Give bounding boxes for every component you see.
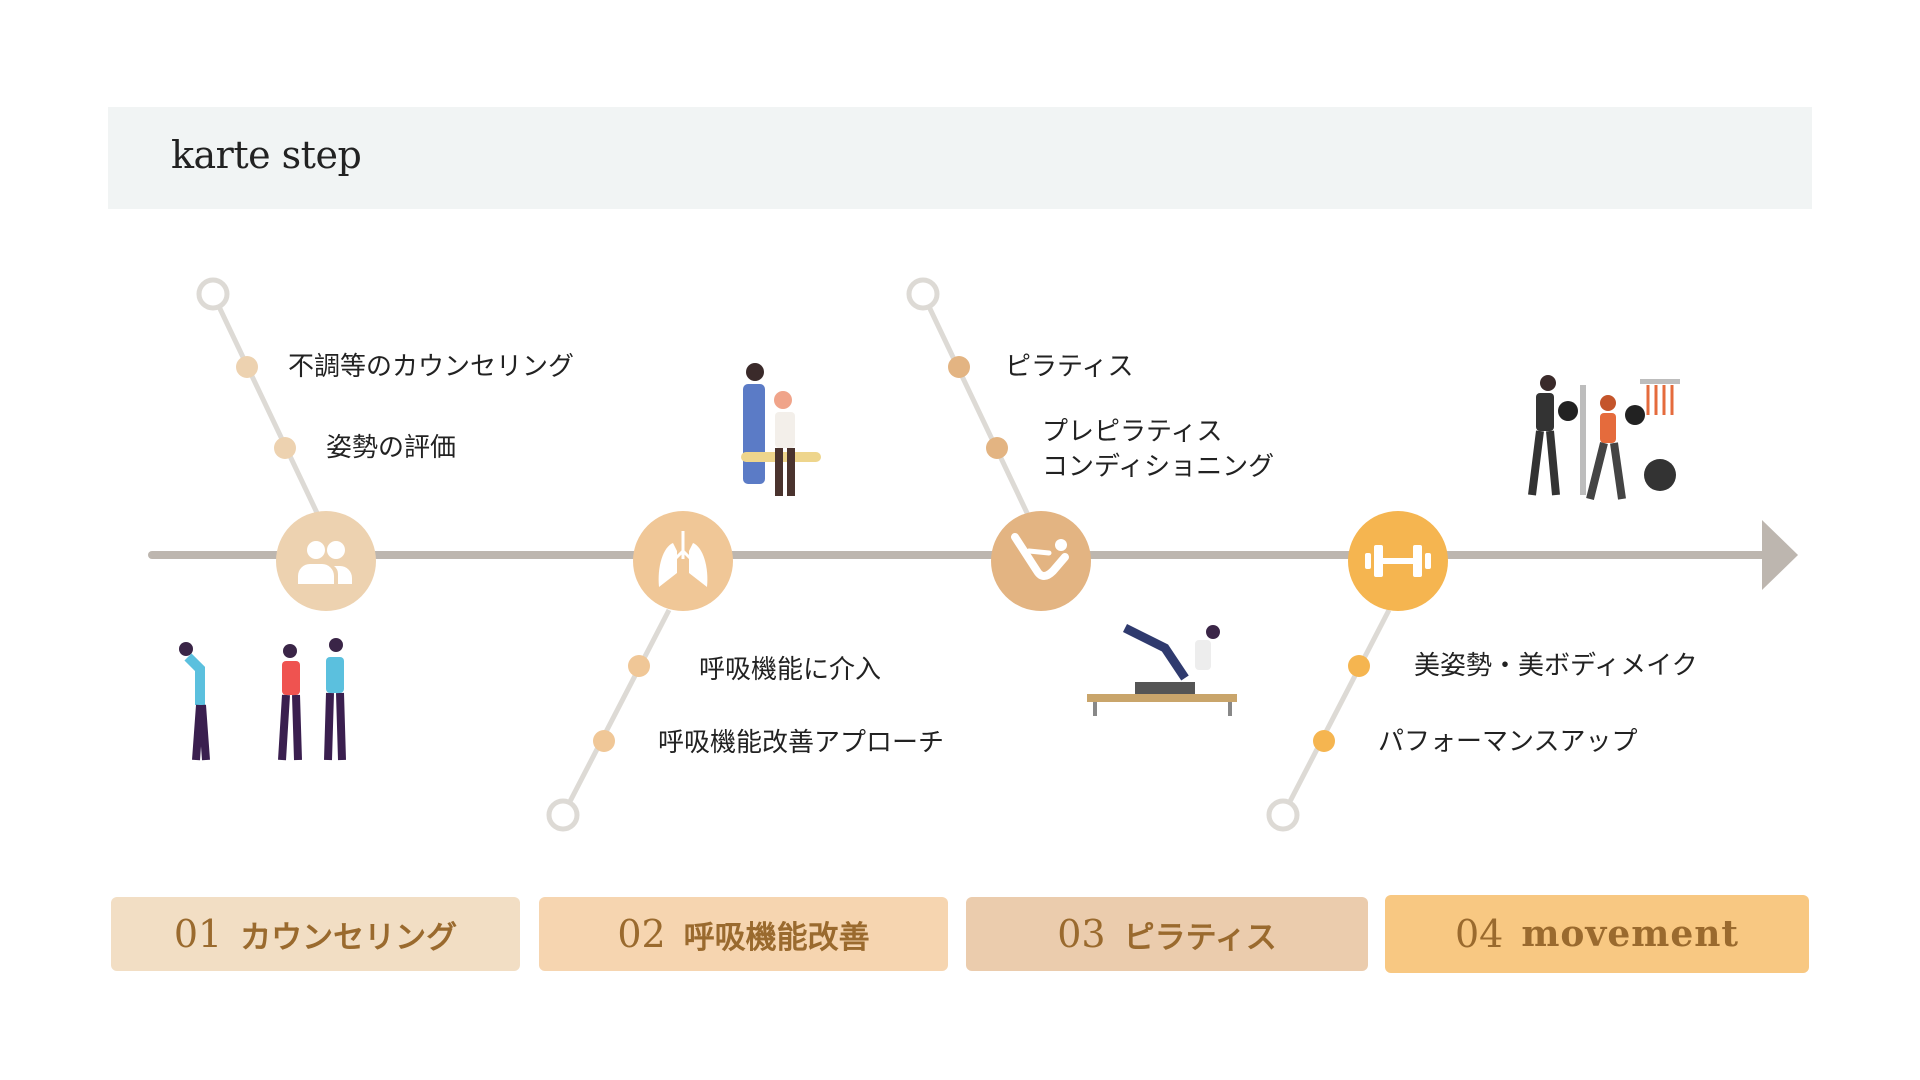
therapist-illustration [741, 363, 821, 496]
branch-end-ring-4 [1266, 798, 1300, 832]
bullet-dot [593, 730, 615, 752]
step-1-icon-circle [276, 511, 376, 611]
step-box-02: 02 呼吸機能改善 [539, 897, 948, 971]
bullet-dot [628, 655, 650, 677]
branch-line-3 [920, 292, 1031, 517]
step-box-03: 03 ピラティス [966, 897, 1368, 971]
bullet-dot [986, 437, 1008, 459]
step-4-point-1: 美姿勢・美ボディメイク [1414, 651, 1698, 681]
step-label: 呼吸機能改善 [683, 919, 870, 956]
page-title: karte step [171, 133, 362, 177]
step-3-point-2: プレピラティス [1042, 417, 1223, 447]
step-4-point-2: パフォーマンスアップ [1378, 727, 1638, 757]
step-2-point-1: 呼吸機能に介入 [699, 655, 882, 685]
step-3-icon-circle [991, 511, 1091, 611]
step-number: 03 [1057, 912, 1106, 956]
step-box-04: 04 movement [1385, 895, 1809, 973]
people-icon [298, 541, 352, 584]
bullet-dot [1313, 730, 1335, 752]
step-2-icon-circle [633, 511, 733, 611]
lungs-icon [658, 531, 708, 587]
step-box-01: 01 カウンセリング [111, 897, 520, 971]
bullet-dot [948, 356, 970, 378]
gym-training-illustration [1528, 375, 1680, 500]
branch-line-2 [560, 608, 672, 817]
step-label: カウンセリング [240, 919, 458, 956]
branch-line-1 [210, 292, 321, 517]
step-1-point-2: 姿勢の評価 [326, 433, 457, 463]
reformer-pilates-illustration [1087, 623, 1237, 716]
step-4-icon-circle [1348, 511, 1448, 611]
step-3-point-3: コンディショニング [1042, 452, 1275, 482]
step-label: movement [1521, 913, 1740, 955]
step-number: 02 [617, 912, 666, 956]
bullet-dot [274, 437, 296, 459]
pilates-pose-icon [1011, 533, 1069, 580]
step-number: 01 [173, 912, 223, 956]
header-band: karte step [108, 107, 1812, 209]
branch-end-ring-1 [196, 277, 230, 311]
dumbbell-icon [1365, 545, 1431, 577]
step-number: 04 [1454, 912, 1504, 956]
step-2-point-2: 呼吸機能改善アプローチ [658, 728, 945, 758]
step-3-point-1: ピラティス [1005, 352, 1134, 382]
posture-check-illustration [179, 638, 346, 761]
branch-end-ring-2 [546, 798, 580, 832]
step-1-point-1: 不調等のカウンセリング [288, 352, 575, 382]
timeline-arrow-head [1762, 520, 1798, 590]
branch-line-4 [1280, 608, 1392, 817]
bullet-dot [236, 356, 258, 378]
bullet-dot [1348, 655, 1370, 677]
branch-end-ring-3 [906, 277, 940, 311]
step-label: ピラティス [1123, 919, 1277, 956]
